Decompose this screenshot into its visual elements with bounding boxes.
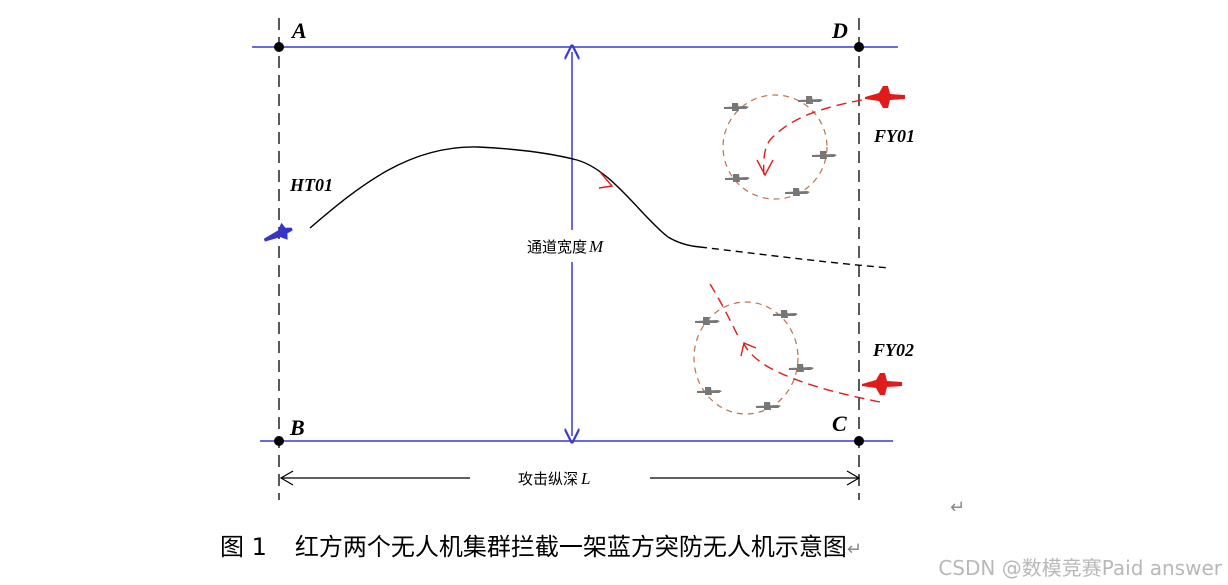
uav-label-HT01: HT01 [289, 175, 333, 195]
red-uav-path-FY02-extension [710, 284, 740, 340]
uav-label-FY02: FY02 [872, 340, 914, 360]
point-B-label: B [289, 415, 305, 440]
drone-icon [798, 96, 823, 104]
drone-icon [789, 364, 814, 372]
drone-icon [773, 310, 798, 318]
point-B-dot [274, 436, 284, 446]
swarm-FY02: FY02 [694, 284, 914, 414]
point-A-dot [274, 42, 284, 52]
uav-label-FY01: FY01 [873, 126, 915, 146]
figure-title: 红方两个无人机集群拦截一架蓝方突防无人机示意图 [295, 533, 847, 561]
point-D-label: D [831, 18, 848, 43]
red-path-arrow-FY01 [757, 160, 773, 175]
return-mark-icon: ↵ [950, 497, 965, 518]
figure-caption: 图 1 红方两个无人机集群拦截一架蓝方突防无人机示意图↵ [220, 527, 862, 562]
drone-icon [695, 317, 720, 325]
return-mark-icon: ↵ [847, 539, 862, 560]
drone-icon [756, 402, 781, 410]
blue-jet-icon [261, 220, 295, 247]
red-jet-icon [862, 373, 902, 395]
drone-icon [812, 151, 837, 159]
watermark: CSDN @数模竞赛Paid answer [938, 552, 1222, 581]
drone-icon [697, 387, 722, 395]
blue-uav-trajectory [310, 147, 700, 247]
point-D-dot [854, 42, 864, 52]
point-C-dot [854, 436, 864, 446]
red-path-arrow-FY02 [741, 343, 756, 356]
figure-number: 图 1 [220, 533, 267, 561]
swarm-FY01: FY01 [723, 86, 915, 199]
point-A-label: A [290, 18, 307, 43]
blue-uav-trajectory-predicted [700, 247, 890, 268]
point-C-label: C [832, 411, 847, 436]
red-jet-icon [865, 86, 905, 108]
swarm-circle-FY02 [694, 302, 798, 414]
drone-icon [725, 174, 750, 182]
